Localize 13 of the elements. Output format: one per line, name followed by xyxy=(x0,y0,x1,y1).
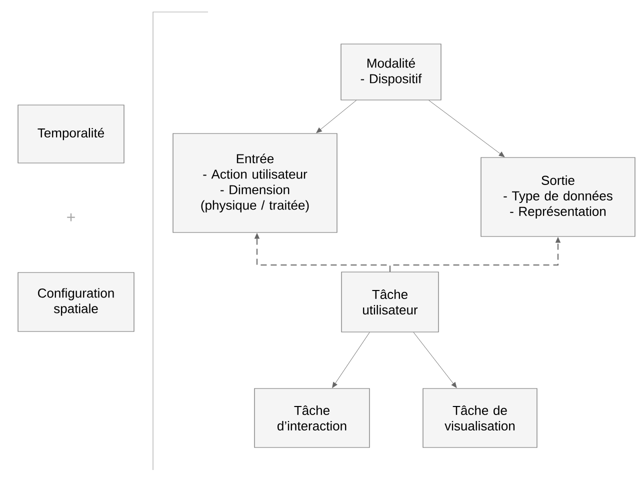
process-box: Tâche utilisateur xyxy=(341,272,439,332)
arrow xyxy=(316,100,357,134)
plus-sign: + xyxy=(67,213,75,222)
process-box: Tâche de visualisation xyxy=(422,388,538,448)
concept-box: Temporalité xyxy=(18,104,124,164)
arrow xyxy=(428,100,505,158)
process-box: Sortie - Type de données - Représentation xyxy=(480,157,636,237)
arrow xyxy=(413,332,457,388)
process-box: Entrée - Action utilisateur - Dimension (physique / traitée) xyxy=(172,133,338,233)
arrow xyxy=(332,332,370,388)
concept-box: Configuration spatiale xyxy=(18,272,134,332)
process-box: Modalité - Dispositif xyxy=(340,44,442,100)
process-box: Tâche d’interaction xyxy=(254,388,370,448)
